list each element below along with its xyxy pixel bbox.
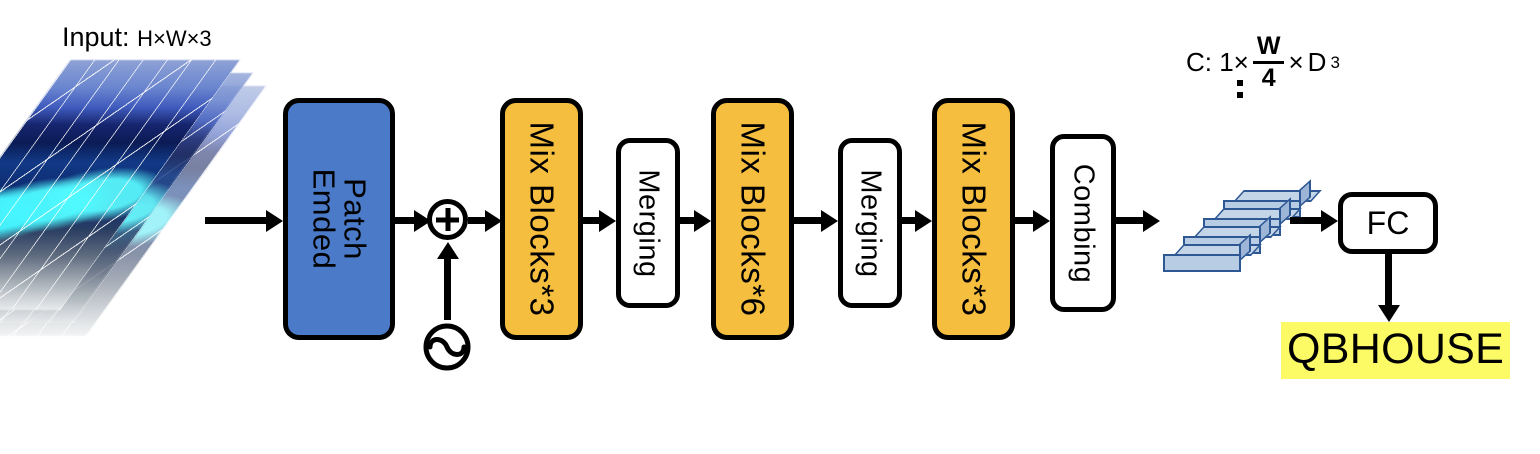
feature-bar-front-face <box>1163 254 1241 272</box>
block-merging-2[interactable]: Merging <box>838 138 902 308</box>
input-image-stack <box>0 60 290 440</box>
arrow-patch-embed-to-add <box>395 217 415 224</box>
block-combing-label: Combing <box>1067 163 1100 283</box>
block-mix-blocks-1[interactable]: Mix Blocks*3 <box>500 98 583 340</box>
output-shape-dim: D <box>1307 47 1327 77</box>
block-merging-1-label: Merging <box>632 168 665 278</box>
arrow-merge1-to-mix2 <box>680 217 695 224</box>
arrow-combing-to-features <box>1116 217 1144 224</box>
block-combing[interactable]: Combing <box>1050 134 1116 312</box>
output-shape-fraction: W 4 <box>1252 32 1285 92</box>
arrow-mix1-to-merge1 <box>583 217 600 224</box>
output-shape-times: × <box>1288 47 1304 77</box>
arrow-fc-to-prediction <box>1385 254 1392 306</box>
block-fc[interactable]: FC <box>1338 192 1438 254</box>
block-patch-embed-label: Patch Emded <box>305 168 372 270</box>
block-merging-2-label: Merging <box>854 168 887 278</box>
add-node-icon <box>427 199 468 240</box>
input-label-prefix: Input: <box>62 22 130 52</box>
input-label: Input: H×W×3 <box>62 22 212 53</box>
block-merging-1[interactable]: Merging <box>616 138 680 308</box>
block-mix-blocks-1-label: Mix Blocks*3 <box>523 121 561 317</box>
block-patch-embed-line1: Patch <box>336 178 372 260</box>
input-label-dims: H×W×3 <box>137 26 212 51</box>
block-patch-embed-line2: Emded <box>305 168 341 270</box>
output-shape-dim-subscript: 3 <box>1330 52 1340 72</box>
block-fc-label: FC <box>1366 204 1410 241</box>
output-ellipsis <box>1236 80 1243 98</box>
block-mix-blocks-2[interactable]: Mix Blocks*6 <box>711 98 794 340</box>
arrow-features-to-fc <box>1290 217 1322 224</box>
arrow-mix3-to-combing <box>1015 217 1034 224</box>
feature-bar <box>1163 233 1262 272</box>
fraction-numerator: W <box>1256 32 1281 60</box>
block-mix-blocks-2-label: Mix Blocks*6 <box>734 121 772 317</box>
block-mix-blocks-3-label: Mix Blocks*3 <box>955 121 993 317</box>
output-shape-prefix: C: 1× <box>1186 47 1249 77</box>
positional-encoding-icon <box>423 323 471 371</box>
arrow-merge2-to-mix3 <box>902 217 916 224</box>
fraction-bar <box>1252 61 1285 64</box>
block-mix-blocks-3[interactable]: Mix Blocks*3 <box>932 98 1015 340</box>
fraction-denominator: 4 <box>1261 64 1276 92</box>
block-patch-embed[interactable]: Patch Emded <box>283 98 395 340</box>
arrow-mix2-to-merge2 <box>794 217 822 224</box>
arrow-input-to-patch-embed <box>205 217 267 224</box>
arrow-add-to-mix1 <box>468 217 486 224</box>
arrow-posenc-to-add <box>444 258 451 320</box>
prediction-text: QBHOUSE <box>1281 322 1511 379</box>
feature-sequence-bars <box>1163 179 1322 272</box>
